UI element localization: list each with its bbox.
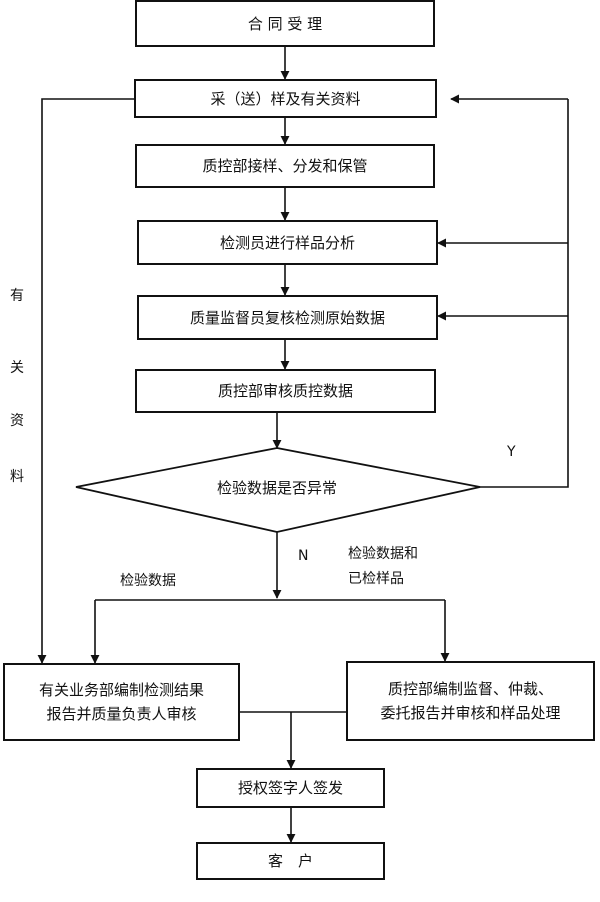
side-label-char: 关: [10, 360, 24, 376]
side-label-related-documents: 有 关 资 料: [10, 0, 30, 902]
decision-label: 检验数据是否异常: [216, 479, 337, 497]
side-docs-line: [37, 98, 134, 664]
step-analysis: 检测员进行样品分析: [137, 220, 438, 265]
label-right-branch-1: 检验数据和: [348, 546, 418, 562]
side-label-char: 料: [10, 469, 24, 485]
step-review-raw: 质量监督员复核检测原始数据: [137, 295, 438, 340]
step-contract: 合 同 受 理: [135, 0, 435, 47]
step-sign: 授权签字人签发: [196, 768, 385, 808]
step-report-left: 有关业务部编制检测结果 报告并质量负责人审核: [3, 663, 240, 741]
step-report-right: 质控部编制监督、仲裁、 委托报告并审核和样品处理: [346, 661, 595, 741]
step-qc-review: 质控部审核质控数据: [135, 369, 436, 413]
step-receive: 质控部接样、分发和保管: [135, 144, 435, 188]
label-yes: Y: [507, 444, 516, 460]
step-sampling: 采（送）样及有关资料: [134, 79, 437, 118]
label-left-branch: 检验数据: [120, 573, 176, 589]
side-label-char: 有: [10, 288, 24, 304]
label-right-branch-2: 已检样品: [348, 571, 404, 587]
label-no: N: [298, 548, 309, 564]
side-label-char: 资: [10, 413, 24, 429]
decision-diamond: [75, 447, 481, 533]
loop-yes-line: [480, 99, 569, 488]
step-customer: 客 户: [196, 842, 385, 880]
